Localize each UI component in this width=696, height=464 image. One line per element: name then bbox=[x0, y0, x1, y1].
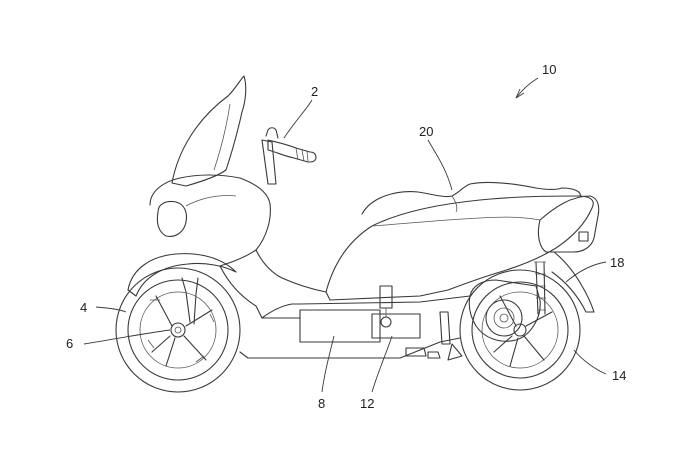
rear-shock bbox=[534, 261, 546, 315]
floor-panel bbox=[239, 337, 461, 359]
ref-label-2: 2 bbox=[311, 84, 318, 99]
rear-fender bbox=[551, 251, 595, 313]
leader-6 bbox=[83, 329, 171, 345]
ref-label-4: 4 bbox=[80, 300, 87, 315]
leader-8 bbox=[321, 335, 335, 393]
seat bbox=[361, 181, 581, 215]
battery bbox=[299, 309, 381, 343]
under-components bbox=[405, 311, 463, 361]
ref-label-12: 12 bbox=[360, 396, 374, 411]
ref-label-6: 6 bbox=[66, 336, 73, 351]
leader-4 bbox=[95, 306, 127, 313]
front-fender bbox=[127, 253, 237, 297]
leader-20 bbox=[427, 139, 453, 191]
ref-label-14: 14 bbox=[612, 368, 626, 383]
rear-wheel bbox=[459, 269, 581, 391]
leader-2 bbox=[283, 99, 313, 139]
headlight bbox=[156, 200, 188, 237]
front-cowl bbox=[149, 174, 271, 267]
leader-14 bbox=[573, 349, 607, 375]
leg-shield bbox=[219, 265, 303, 319]
leader-18 bbox=[565, 261, 607, 283]
front-fork bbox=[181, 277, 199, 325]
handlebar bbox=[267, 139, 317, 163]
steering-stem bbox=[261, 139, 277, 185]
ref-label-18: 18 bbox=[610, 255, 624, 270]
rear-body bbox=[325, 195, 594, 301]
leader-lines bbox=[83, 77, 607, 393]
tail-cowl bbox=[537, 195, 600, 253]
front-wheel bbox=[115, 267, 241, 393]
swing-arm-motor bbox=[468, 279, 541, 342]
ref-label-20: 20 bbox=[419, 124, 433, 139]
scooter-body bbox=[127, 75, 600, 359]
reference-numerals: 10 2 20 18 4 6 8 12 14 bbox=[66, 62, 626, 411]
arrow-10 bbox=[515, 77, 539, 99]
ref-label-8: 8 bbox=[318, 396, 325, 411]
tail-light bbox=[578, 231, 589, 242]
ref-label-10: 10 bbox=[542, 62, 556, 77]
windscreen bbox=[171, 75, 247, 187]
controller bbox=[371, 285, 421, 339]
leader-12 bbox=[371, 335, 393, 393]
